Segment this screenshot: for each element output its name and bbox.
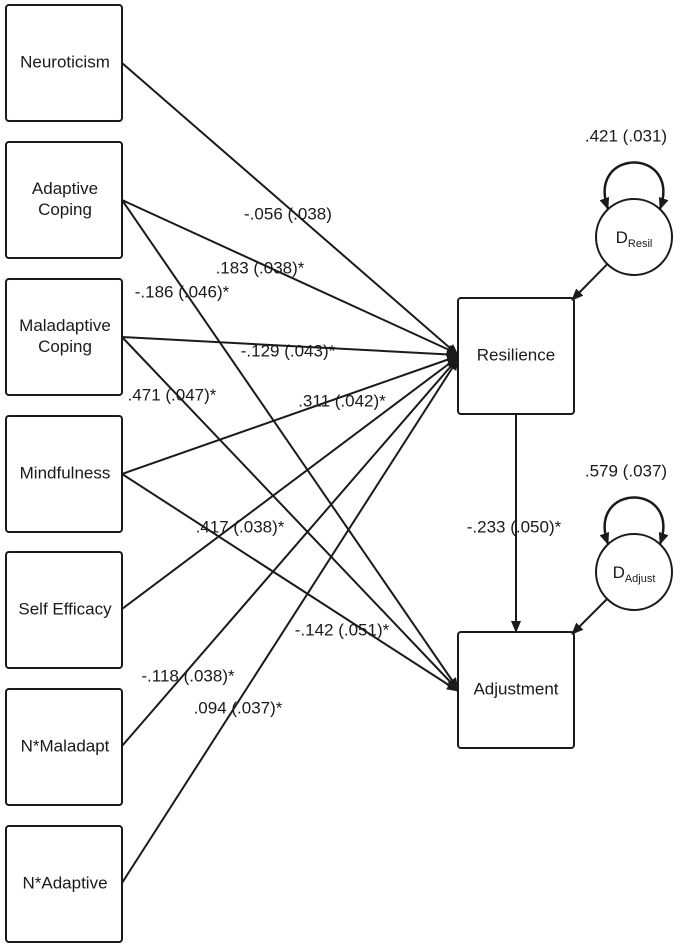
path-arrow xyxy=(121,336,459,360)
path-coefficient-label: -.233 (.050)* xyxy=(467,517,562,536)
disturbance-label: DAdjust xyxy=(613,563,656,585)
disturbance-label: DResil xyxy=(616,228,653,250)
path-coefficient-label: -.056 (.038) xyxy=(244,204,332,223)
variance-loop-path xyxy=(599,161,669,210)
path-arrow xyxy=(121,358,459,884)
path-arrow xyxy=(121,62,459,356)
variance-loop xyxy=(599,161,669,210)
predictor-n-maladapt: N*Maladapt xyxy=(5,688,123,806)
path-mindfulness-to-resilience xyxy=(121,354,459,475)
predictor-box xyxy=(5,551,123,669)
predictor-label: Mindfulness xyxy=(20,463,111,482)
path-self-efficacy-to-resilience xyxy=(121,356,459,610)
path-arrow xyxy=(121,357,459,747)
predictor-neuroticism: Neuroticism xyxy=(5,4,123,122)
variance-loop xyxy=(599,496,669,545)
path-n-maladapt-to-resilience xyxy=(121,357,459,747)
path-arrow xyxy=(121,199,459,690)
predictor-label: Neuroticism xyxy=(20,52,110,71)
path-neuroticism-to-resilience xyxy=(121,62,459,356)
outcome-box xyxy=(457,297,575,415)
predictor-label: Maladaptive xyxy=(19,316,111,335)
predictor-self-efficacy: Self Efficacy xyxy=(5,551,123,669)
disturbance-main: D xyxy=(613,563,625,582)
disturbance-arrow xyxy=(571,598,608,635)
path-arrow xyxy=(121,354,459,475)
path-n-adaptive-to-resilience xyxy=(121,358,459,884)
path-arrow xyxy=(121,199,459,355)
path-coefficient-label: .311 (.042)* xyxy=(298,391,386,410)
disturbance-arrow xyxy=(571,263,609,301)
outcome-adjustment: Adjustment xyxy=(457,631,575,749)
predictor-label: Self Efficacy xyxy=(18,599,112,618)
path-coefficient-label: -.118 (.038)* xyxy=(141,666,235,685)
disturbance-main: D xyxy=(616,228,628,247)
path-mindfulness-to-adjustment xyxy=(121,473,459,692)
predictor-label: Adaptive xyxy=(32,179,98,198)
path-coefficient-label: -.129 (.043)* xyxy=(241,341,336,360)
disturbance-circle xyxy=(595,198,673,276)
path-coefficient-label: .183 (.038)* xyxy=(216,258,305,277)
path-adaptive-coping-to-adjustment xyxy=(121,199,459,690)
path-arrow xyxy=(121,356,459,610)
predictor-box xyxy=(5,415,123,533)
variance-label: .421 (.031) xyxy=(585,126,667,145)
outcome-resilience: Resilience xyxy=(457,297,575,415)
path-maladaptive-coping-to-resilience xyxy=(121,336,459,360)
path-arrow xyxy=(121,336,459,691)
disturbance-adjust: DAdjust .579 (.037) xyxy=(571,461,673,635)
predictor-label: Coping xyxy=(38,337,92,356)
path-maladaptive-coping-to-adjustment xyxy=(121,336,459,691)
predictor-box xyxy=(5,141,123,259)
outcome-label: Resilience xyxy=(477,345,555,364)
path-coefficient-label: .471 (.047)* xyxy=(128,385,217,404)
predictor-box xyxy=(5,825,123,943)
predictor-box xyxy=(5,278,123,396)
predictor-mindfulness: Mindfulness xyxy=(5,415,123,533)
predictor-box xyxy=(5,4,123,122)
path-coefficient-label: -.142 (.051)* xyxy=(295,620,390,639)
path-adaptive-coping-to-resilience xyxy=(121,199,459,355)
disturbance-circle xyxy=(595,533,673,611)
outcome-box xyxy=(457,631,575,749)
predictor-box xyxy=(5,688,123,806)
path-coefficient-label: .094 (.037)* xyxy=(194,698,283,717)
disturbance-subscript: Resil xyxy=(628,238,652,250)
variance-loop-path xyxy=(599,496,669,545)
outcome-label: Adjustment xyxy=(473,679,558,698)
predictor-n-adaptive: N*Adaptive xyxy=(5,825,123,943)
path-coefficient-label: .417 (.038)* xyxy=(196,517,285,536)
predictor-label: N*Maladapt xyxy=(21,736,110,755)
disturbance-subscript: Adjust xyxy=(625,573,656,585)
variance-label: .579 (.037) xyxy=(585,461,667,480)
predictor-label: Coping xyxy=(38,200,92,219)
disturbance-resil: DResil .421 (.031) xyxy=(571,126,673,301)
path-coefficient-label: -.186 (.046)* xyxy=(135,282,230,301)
path-arrow xyxy=(121,473,459,692)
predictor-label: N*Adaptive xyxy=(22,873,107,892)
